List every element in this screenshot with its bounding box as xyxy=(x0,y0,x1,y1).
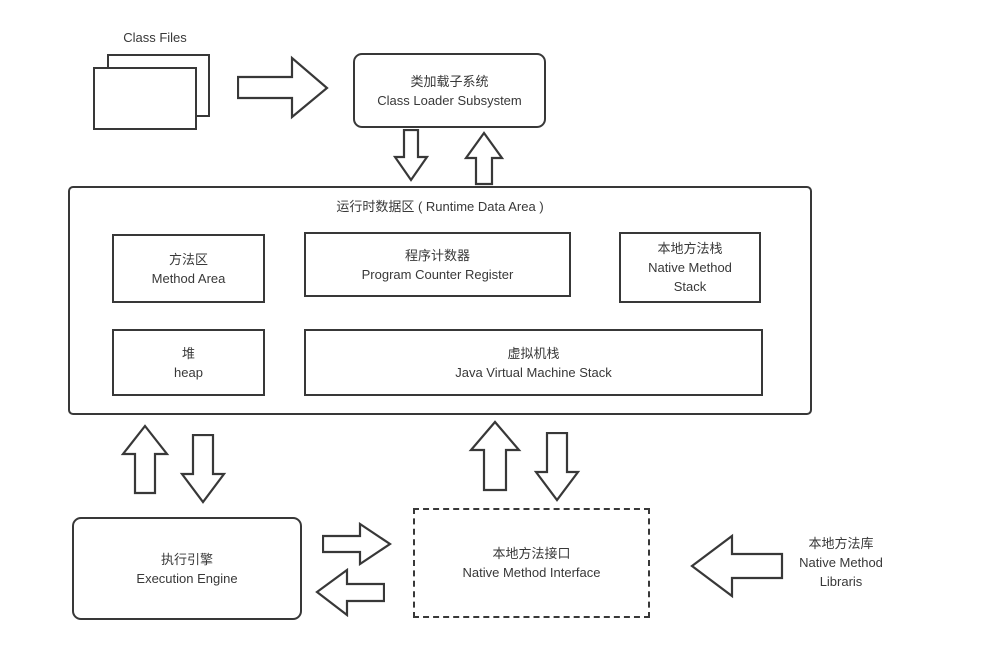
arrow-right-classfiles-to-classloader-icon xyxy=(237,55,329,120)
class-loader-label-en: Class Loader Subsystem xyxy=(377,92,522,108)
runtime-data-area-box: 运行时数据区 ( Runtime Data Area ) 方法区 Method … xyxy=(68,186,812,415)
execution-engine-label-zh: 执行引擎 xyxy=(160,551,213,567)
native-method-stack-label-zh: 本地方法栈 xyxy=(657,241,723,256)
arrow-down-runtime-to-nmi-icon xyxy=(533,432,581,502)
native-method-interface-box: 本地方法接口 Native Method Interface xyxy=(413,508,650,618)
class-files-label: Class Files xyxy=(123,30,187,45)
program-counter-label-en: Program Counter Register xyxy=(361,266,514,282)
native-method-interface-label-en: Native Method Interface xyxy=(462,565,601,580)
arrow-down-runtime-to-execution-icon xyxy=(179,434,227,504)
arrow-right-execution-to-nmi-icon xyxy=(322,522,392,566)
native-method-library-label-zh: 本地方法库 xyxy=(808,536,874,551)
native-method-stack-label-en2: Stack xyxy=(673,279,707,294)
method-area-label-zh: 方法区 xyxy=(168,251,208,267)
arrow-up-runtime-to-classloader-icon xyxy=(463,131,505,186)
jvm-stack-box: 虚拟机栈 Java Virtual Machine Stack xyxy=(304,329,763,396)
program-counter-label-zh: 程序计数器 xyxy=(404,247,470,263)
heap-box: 堆 heap xyxy=(112,329,265,396)
class-file-icon-front xyxy=(93,67,197,130)
native-method-library-label-en1: Native Method xyxy=(799,555,883,570)
arrow-up-execution-to-runtime-icon xyxy=(120,424,170,495)
runtime-data-area-title: 运行时数据区 ( Runtime Data Area ) xyxy=(336,199,544,214)
native-method-stack-label-en1: Native Method xyxy=(648,260,732,275)
native-method-interface-label-zh: 本地方法接口 xyxy=(492,546,571,561)
arrow-up-nmi-to-runtime-icon xyxy=(468,420,522,492)
native-method-stack-box: 本地方法栈 Native Method Stack xyxy=(619,232,761,303)
class-loader-subsystem-box: 类加载子系统 Class Loader Subsystem xyxy=(353,53,546,128)
heap-label-en: heap xyxy=(174,364,203,380)
method-area-box: 方法区 Method Area xyxy=(112,234,265,303)
method-area-label-en: Method Area xyxy=(151,270,226,286)
execution-engine-label-en: Execution Engine xyxy=(136,570,238,586)
arrow-down-classloader-to-runtime-icon xyxy=(393,129,429,182)
native-method-library-label-en2: Libraris xyxy=(819,574,863,589)
jvm-stack-label-en: Java Virtual Machine Stack xyxy=(455,364,612,380)
program-counter-register-box: 程序计数器 Program Counter Register xyxy=(304,232,571,297)
execution-engine-box: 执行引擎 Execution Engine xyxy=(72,517,302,620)
native-method-library-label: 本地方法库 Native Method Libraris xyxy=(778,534,904,591)
arrow-left-nmi-to-execution-icon xyxy=(315,568,385,617)
class-loader-label-zh: 类加载子系统 xyxy=(410,73,489,89)
heap-label-zh: 堆 xyxy=(181,345,195,361)
jvm-stack-label-zh: 虚拟机栈 xyxy=(507,345,560,361)
arrow-left-library-to-nmi-icon xyxy=(690,533,784,599)
